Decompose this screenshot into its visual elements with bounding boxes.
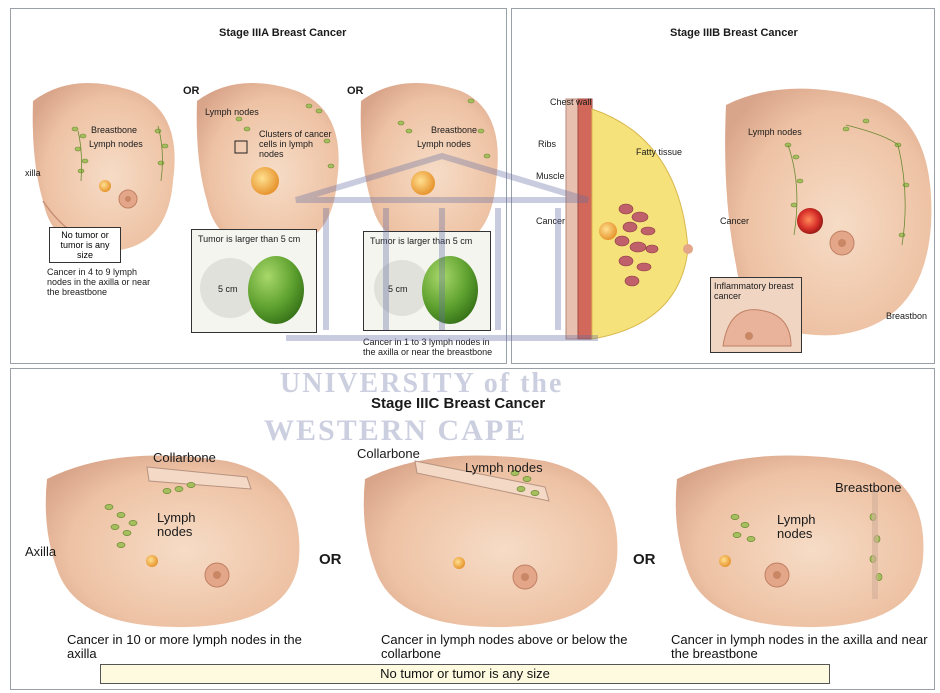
stage-iiic-caption-1: Cancer in 10 or more lymph nodes in the … bbox=[67, 633, 307, 661]
cancer-front-label: Cancer bbox=[720, 216, 749, 226]
breastbone-label-1: Breastbone bbox=[91, 125, 137, 135]
stage-iiib-title: Stage IIIB Breast Cancer bbox=[670, 27, 798, 39]
breastbone-label-iiic: Breastbone bbox=[835, 481, 902, 495]
lymph-nodes-label-iiic-3: Lymph nodes bbox=[777, 513, 837, 541]
lymph-nodes-label-iiic-1: Lymph nodes bbox=[157, 511, 217, 539]
breastbone-label-iiib: Breastbon bbox=[886, 311, 927, 321]
chest-wall-label: Chest wall bbox=[550, 97, 592, 107]
inflammatory-breast-icon bbox=[719, 306, 795, 350]
axilla-label-iiic: Axilla bbox=[25, 545, 56, 559]
watermark-line-1: UNIVERSITY of the bbox=[280, 368, 563, 400]
stage-iiic-or-2: OR bbox=[633, 551, 656, 568]
stage-iiic-breast-illustration-2 bbox=[355, 449, 625, 629]
stage-iiic-caption-3: Cancer in lymph nodes in the axilla and … bbox=[671, 633, 931, 661]
stage-iiic-or-1: OR bbox=[319, 551, 342, 568]
building-watermark-icon bbox=[276, 150, 608, 346]
university-watermark bbox=[276, 150, 608, 346]
lymph-nodes-label-iiic-2: Lymph nodes bbox=[465, 461, 543, 475]
inflammatory-label: Inflammatory breast cancer bbox=[714, 281, 798, 301]
lymph-nodes-label-2: Lymph nodes bbox=[205, 107, 259, 117]
ribs-label: Ribs bbox=[538, 139, 556, 149]
stage-iiia-caption-1: Cancer in 4 to 9 lymph nodes in the axil… bbox=[47, 267, 157, 297]
lymph-nodes-label-1: Lymph nodes bbox=[89, 139, 143, 149]
no-tumor-box-1: No tumor or tumor is any size bbox=[49, 227, 121, 263]
collarbone-label-2: Collarbone bbox=[357, 447, 420, 461]
stage-iiic-footer-bar: No tumor or tumor is any size bbox=[100, 664, 830, 684]
lymph-nodes-label-iiib: Lymph nodes bbox=[748, 127, 802, 137]
stage-iiic-caption-2: Cancer in lymph nodes above or below the… bbox=[381, 633, 641, 661]
watermark-line-2: WESTERN CAPE bbox=[264, 414, 527, 448]
axilla-label-1: xilla bbox=[25, 168, 41, 178]
fatty-tissue-label: Fatty tissue bbox=[636, 147, 682, 157]
lymph-nodes-label-3: Lymph nodes bbox=[417, 139, 471, 149]
stage-iiia-title: Stage IIIA Breast Cancer bbox=[219, 27, 346, 39]
stage-iiic-breast-illustration-1 bbox=[37, 449, 307, 629]
five-cm-label-2: 5 cm bbox=[218, 284, 238, 294]
inflammatory-inset: Inflammatory breast cancer bbox=[710, 277, 802, 353]
breastbone-label-3: Breastbone bbox=[431, 125, 477, 135]
collarbone-label-1: Collarbone bbox=[153, 451, 216, 465]
